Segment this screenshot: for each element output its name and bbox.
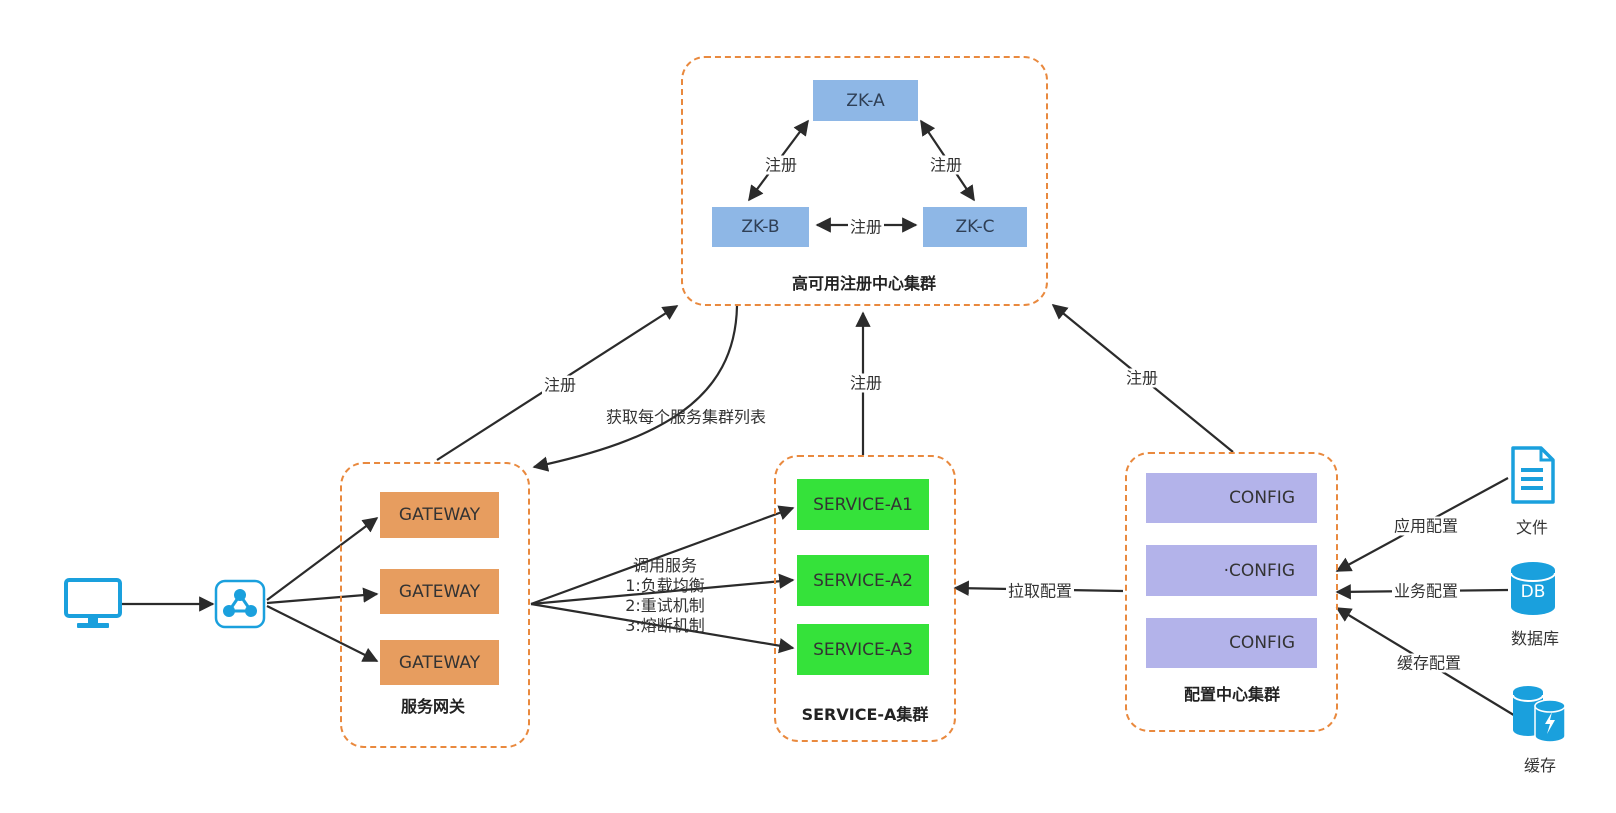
label-call-service-line-3: 2:重试机制 [625,596,705,615]
edge-lb-gw3 [266,605,379,662]
label-config-register: 注册 [1123,368,1161,388]
service-a3-node: SERVICE-A3 [797,624,929,675]
service-cluster [774,455,956,742]
edge-call-a3 [530,602,795,654]
label-zka-zkc: 注册 [927,155,965,175]
label-call-service-line-4: 3:熔断机制 [625,616,705,635]
zk-b-node: ZK-B [712,207,809,247]
label-biz-config: 业务配置 [1391,581,1461,601]
edge-fetch-list [532,305,739,472]
edge-lb-gw1 [266,517,379,601]
config-node-1: CONFIG [1146,473,1317,523]
label-call-service: 调用服务 1:负载均衡 2:重试机制 3:熔断机制 [623,556,707,636]
service-a2-node: SERVICE-A2 [797,555,929,606]
label-gateway-register: 注册 [541,375,579,395]
cache-icon [1512,686,1566,742]
database-label: 数据库 [1510,629,1560,648]
zk-c-node: ZK-C [923,207,1027,247]
file-label: 文件 [1515,518,1549,537]
label-app-config: 应用配置 [1391,516,1461,536]
zk-a-node: ZK-A [813,80,918,121]
registry-cluster [681,56,1048,306]
registry-cluster-title: 高可用注册中心集群 [791,274,937,293]
gateway-node-1: GATEWAY [380,492,499,538]
label-cache-config: 缓存配置 [1394,653,1464,673]
label-zkb-zkc: 注册 [847,217,885,237]
config-cluster-title: 配置中心集群 [1183,685,1281,704]
gateway-cluster-title: 服务网关 [400,697,466,716]
label-fetch-list: 获取每个服务集群列表 [605,407,767,427]
database-icon: DB [1509,561,1557,616]
config-node-2: ·CONFIG [1146,545,1317,596]
gateway-cluster [340,462,530,748]
label-service-register: 注册 [847,373,885,393]
database-icon-text: DB [1520,582,1546,602]
share-icon [214,579,266,629]
gateway-node-3: GATEWAY [380,640,499,685]
edge-call-a1 [530,505,795,606]
monitor-icon [64,578,122,628]
label-zka-zkb: 注册 [762,155,800,175]
gateway-node-2: GATEWAY [380,569,499,614]
cache-label: 缓存 [1523,756,1557,775]
label-call-service-line-1: 调用服务 [632,556,698,575]
service-a1-node: SERVICE-A1 [797,479,929,530]
document-icon [1511,446,1555,504]
service-cluster-title: SERVICE-A集群 [801,705,929,724]
config-node-3: CONFIG [1146,618,1317,668]
label-pull-config: 拉取配置 [1005,581,1075,601]
edge-call-a2 [530,573,795,606]
config-cluster [1125,452,1338,732]
label-call-service-line-2: 1:负载均衡 [625,576,705,595]
edge-lb-gw2 [266,587,379,605]
